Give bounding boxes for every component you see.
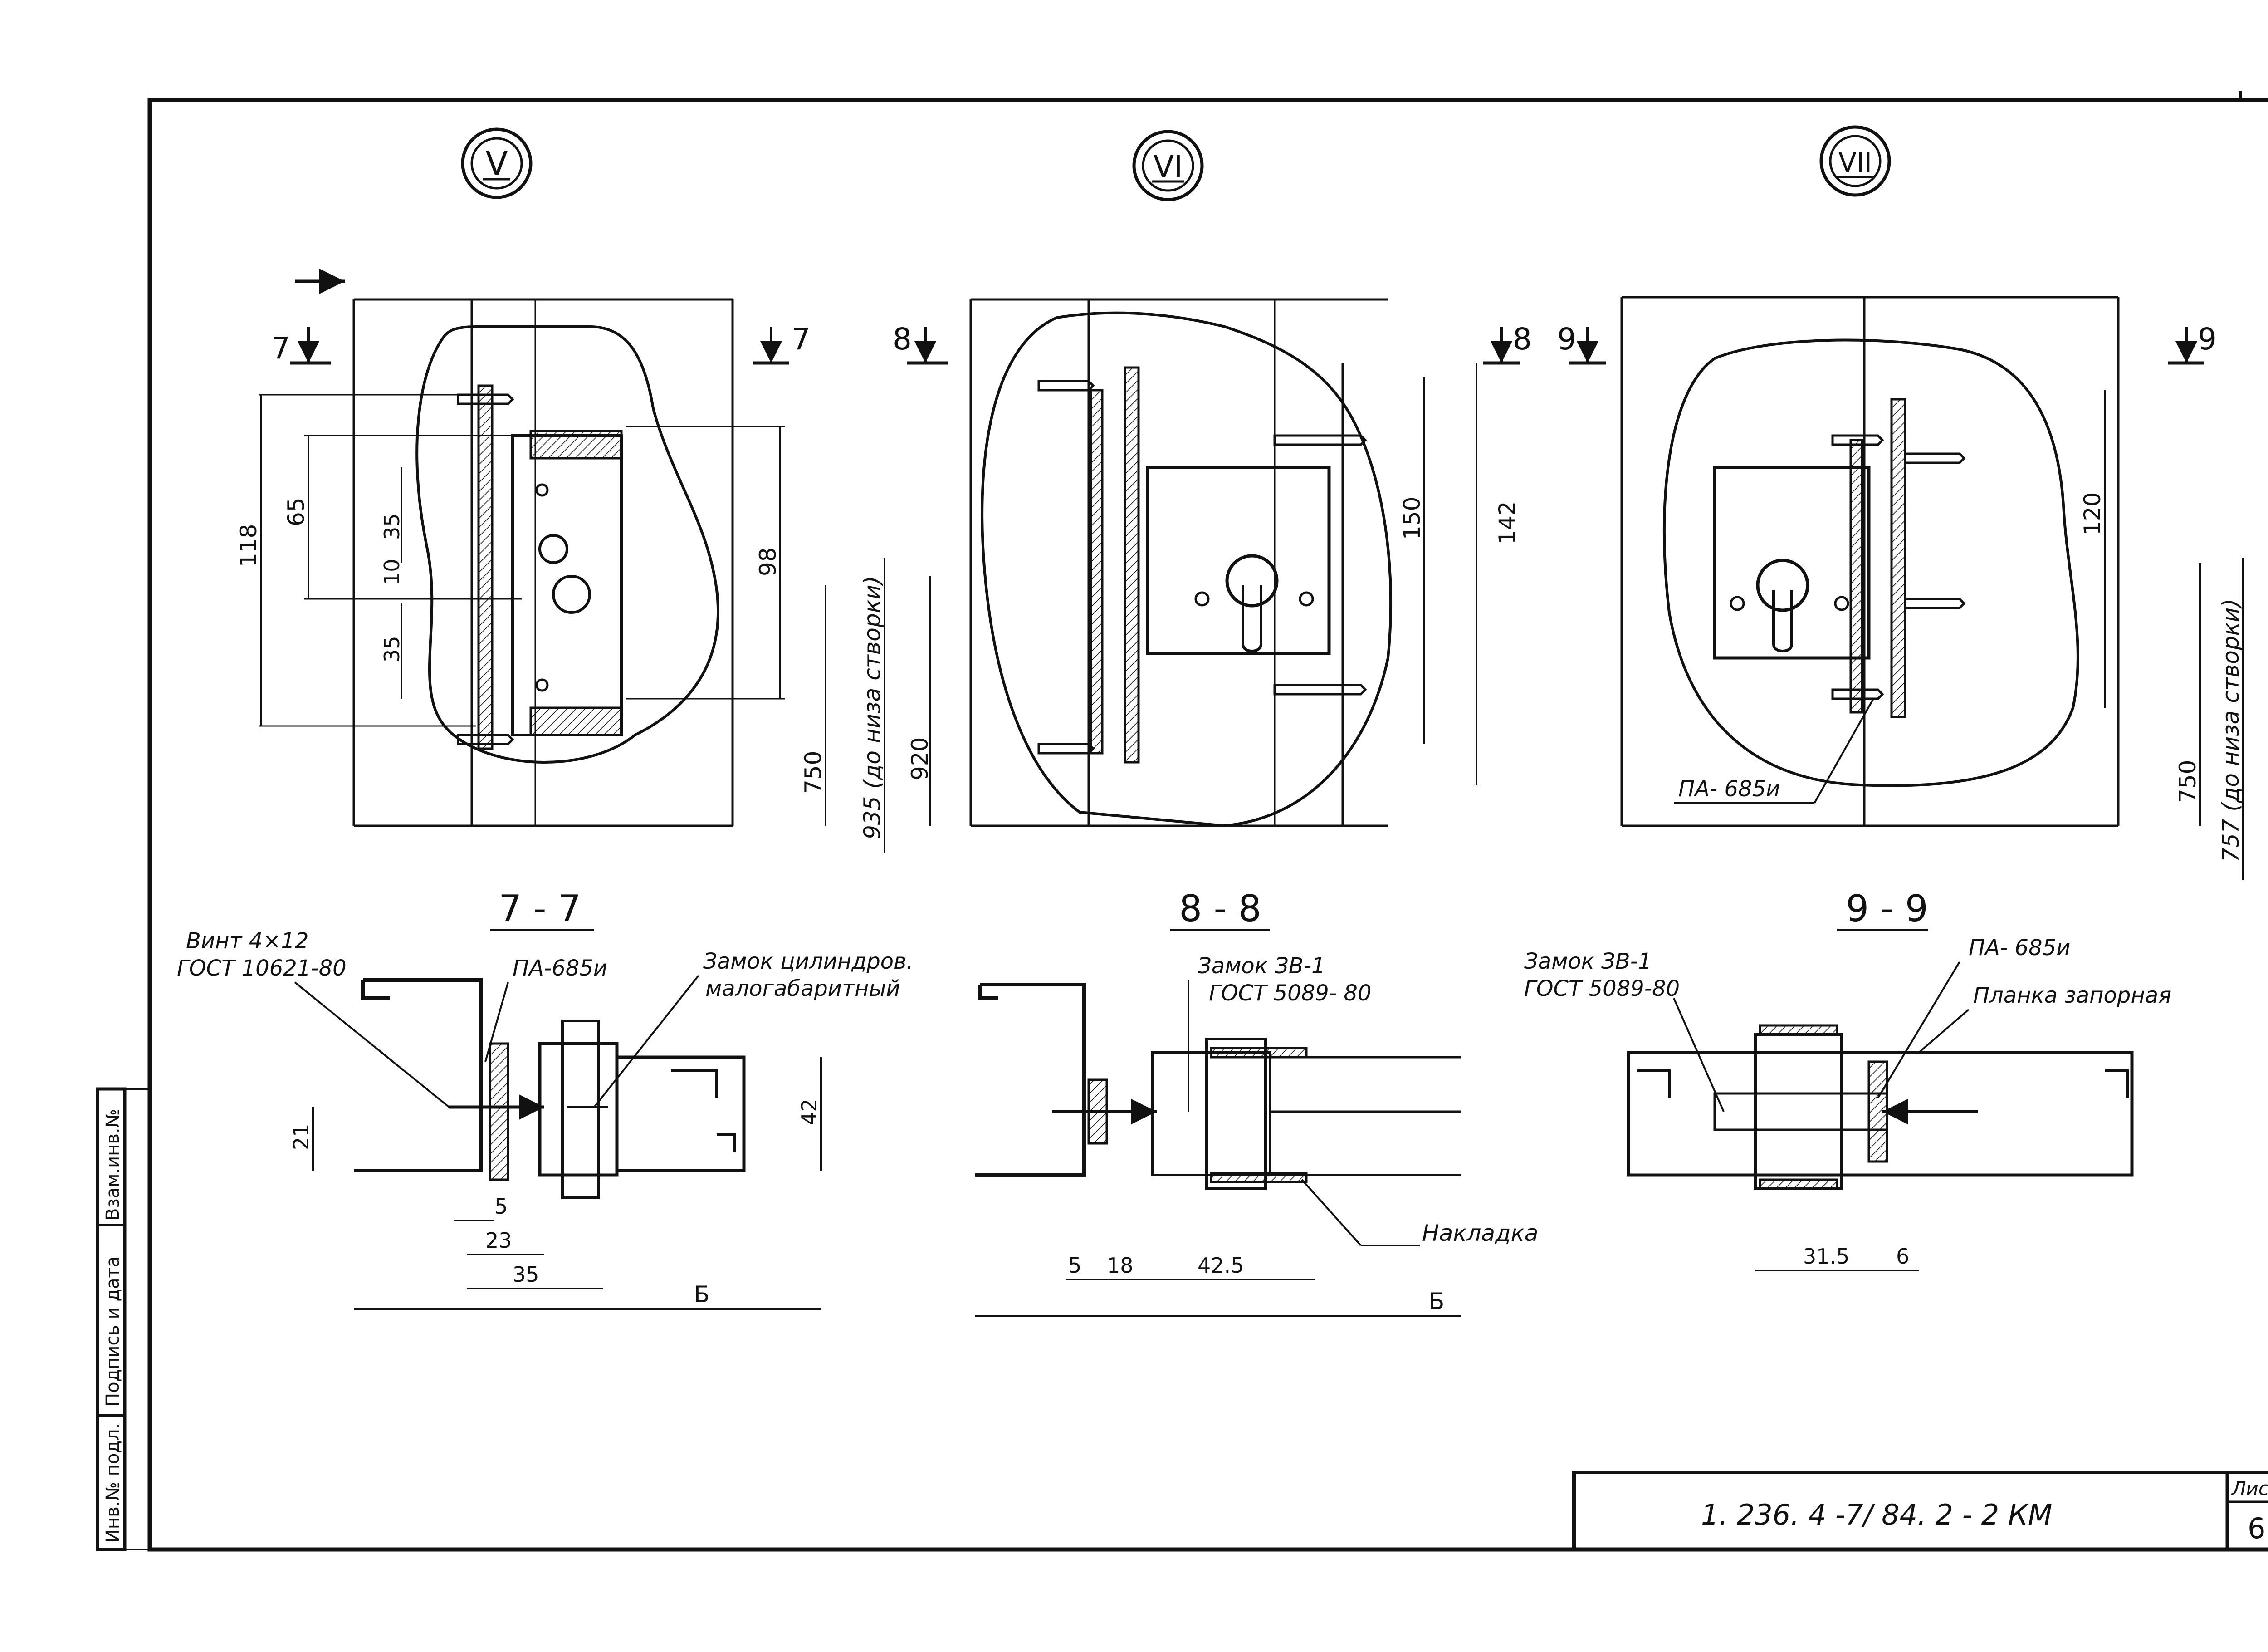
label-pa685-99: ПА- 685и <box>1969 935 2070 961</box>
dim-142: 142 <box>1494 501 1520 544</box>
label-lock-88-1: Замок ЗВ-1 <box>1198 953 1325 979</box>
dim-31-5: 31.5 <box>1803 1244 1849 1269</box>
dim-10: 10 <box>380 559 404 585</box>
label-screw-2: ГОСТ 10621-80 <box>177 956 347 981</box>
stamp-sign-date: Подпись и дата <box>103 1256 123 1407</box>
view-marker-vii: VII <box>1819 125 1891 197</box>
view-v-drawing: 7 7 118 65 35 10 35 98 750 935 (до низа … <box>235 269 885 853</box>
label-lock-88-2: ГОСТ 5089- 80 <box>1209 980 1371 1006</box>
dim-120: 120 <box>2079 492 2106 535</box>
svg-text:V: V <box>485 144 508 182</box>
dim-6: 6 <box>1896 1244 1909 1269</box>
dim-23: 23 <box>485 1228 512 1253</box>
dim-b-88: Б <box>1429 1288 1444 1314</box>
drawing-code: 1. 236. 4 -7/ 84. 2 - 2 КМ <box>1701 1498 2052 1531</box>
svg-text:8: 8 <box>1513 322 1532 357</box>
dim-5-88: 5 <box>1068 1253 1081 1278</box>
view-marker-v: V <box>461 127 533 199</box>
dim-b-77: Б <box>694 1281 709 1308</box>
dim-35b: 35 <box>380 636 404 662</box>
dim-42-5: 42.5 <box>1198 1253 1244 1278</box>
dim-21: 21 <box>289 1123 313 1150</box>
sheet-number: 6 <box>2248 1512 2265 1545</box>
svg-text:7: 7 <box>271 331 290 366</box>
section-7-7: 7 - 7 Винт 4×12 ГОСТ 10621-80 ПА-685и За… <box>177 887 914 1310</box>
view-vi-drawing: 8 8 920 150 142 <box>893 298 1532 828</box>
dim-35a: 35 <box>380 513 404 540</box>
svg-text:VI: VI <box>1154 149 1183 184</box>
dim-65: 65 <box>283 497 309 526</box>
label-pa685-vii: ПА- 685и <box>1678 776 1780 802</box>
label-pa685-77: ПА-685и <box>513 956 607 981</box>
dim-98: 98 <box>755 547 781 576</box>
label-lock-77-2: малогабаритный <box>705 976 900 1001</box>
dim-750b: 750 <box>2175 760 2201 803</box>
view-vii-drawing: 9 9 120 750 757 (до низа створки) ПА- 68… <box>1557 296 2244 880</box>
svg-text:7: 7 <box>792 322 811 357</box>
dim-935: 935 (до низа створки) <box>859 576 885 839</box>
dim-35-77: 35 <box>513 1262 539 1287</box>
label-screw-1: Винт 4×12 <box>186 928 309 954</box>
dim-42: 42 <box>797 1098 821 1125</box>
title-block: 1. 236. 4 -7/ 84. 2 - 2 КМ Лис 6 <box>1572 1471 2268 1551</box>
section-title-7-7: 7 - 7 <box>499 887 581 930</box>
dim-920: 920 <box>907 737 933 780</box>
sheet-frame <box>147 91 2268 1552</box>
section-9-9: 9 - 9 Замок ЗВ-1 ГОСТ 5089-80 ПА- 685и П… <box>1524 887 2171 1271</box>
stamp-inv-replace: Взам.инв.№ <box>103 1109 123 1221</box>
sheet-label: Лис <box>2231 1477 2268 1500</box>
svg-text:VII: VII <box>1838 147 1872 178</box>
stamp-inv-orig: Инв.№ подл. <box>103 1423 123 1543</box>
dim-757: 757 (до низа створки) <box>2218 598 2244 862</box>
dim-750: 750 <box>800 751 826 794</box>
side-stamp: Инв.№ подл. Подпись и дата Взам.инв.№ <box>96 1087 151 1551</box>
dim-18: 18 <box>1107 1253 1134 1278</box>
section-8-8: 8 - 8 Замок ЗВ-1 ГОСТ 5089- 80 Накладка … <box>975 887 1538 1317</box>
label-lock-77-1: Замок цилиндров. <box>703 949 914 974</box>
label-overlay: Накладка <box>1422 1220 1538 1246</box>
section-title-9-9: 9 - 9 <box>1846 887 1928 930</box>
svg-text:8: 8 <box>893 322 912 357</box>
section-title-8-8: 8 - 8 <box>1179 887 1261 930</box>
label-lock-99-2: ГОСТ 5089-80 <box>1524 976 1680 1001</box>
dim-5-77: 5 <box>494 1194 508 1219</box>
view-marker-vi: VI <box>1132 130 1204 201</box>
dim-118: 118 <box>235 524 262 567</box>
svg-text:9: 9 <box>2198 322 2217 357</box>
label-lock-99-1: Замок ЗВ-1 <box>1524 949 1652 974</box>
label-strike-plate: Планка запорная <box>1973 983 2171 1008</box>
svg-text:9: 9 <box>1557 322 1576 357</box>
dim-150: 150 <box>1399 497 1425 540</box>
